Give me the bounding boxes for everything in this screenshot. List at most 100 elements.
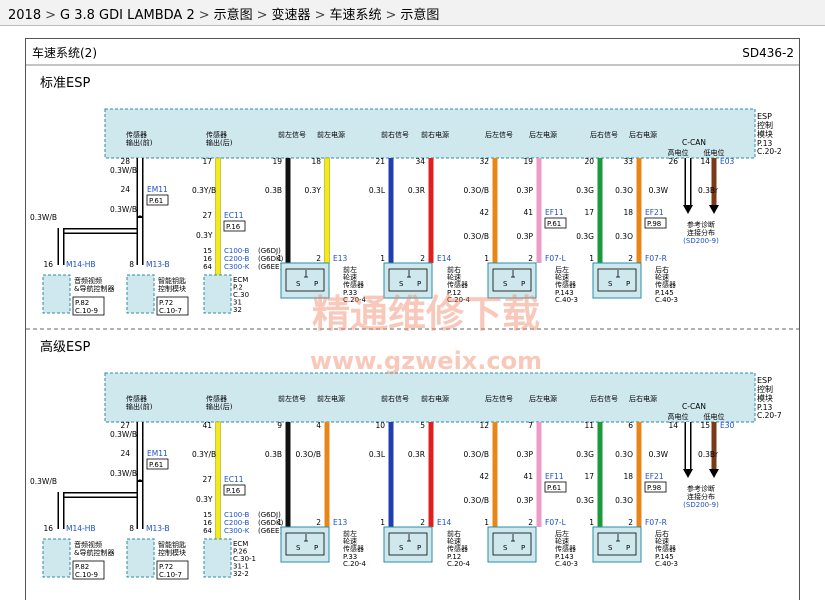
connector-label: F07-R	[645, 254, 667, 263]
esp-module-ref: C.20-2	[757, 147, 782, 156]
wire-color-code: 0.3P	[517, 450, 534, 459]
wire-color-code: 0.3R	[408, 450, 425, 459]
connector-label: M13-B	[146, 524, 170, 533]
breadcrumb-item[interactable]: 车速系统	[329, 8, 382, 23]
ecm-label: 32	[233, 306, 242, 314]
pin-number: 2	[420, 518, 425, 527]
pin-number: 20	[584, 157, 594, 166]
module-label: 控制模块	[158, 284, 186, 293]
breadcrumb-item[interactable]: 2018	[8, 8, 42, 23]
wire-color-code: 0.3B	[265, 186, 282, 195]
esp-module-label: 控制	[757, 384, 773, 394]
module-page: P.82	[75, 299, 89, 307]
sensor-label: 传感器	[655, 544, 676, 553]
connector-label: E13	[333, 518, 348, 527]
wheel-signal-wire	[388, 158, 394, 263]
connector-page-box	[544, 481, 567, 493]
wire-color-code: 0.3G	[576, 232, 594, 241]
pin-number: 12	[479, 421, 489, 430]
sensor-element	[492, 532, 532, 556]
sensor-label: 后右	[655, 529, 669, 538]
breadcrumb-separator: >	[45, 8, 56, 23]
pin-number: 2	[316, 518, 321, 527]
wheel-power-wire	[536, 158, 542, 263]
wire-color-code: 0.3O	[615, 450, 633, 459]
wheel-power-wire	[636, 158, 642, 263]
signal-label: 前左电源	[317, 130, 345, 139]
pin-number: 16	[43, 524, 53, 533]
wire-front-output-core	[138, 158, 142, 218]
breadcrumb-item[interactable]: 示意图	[400, 8, 440, 23]
wheel-power-wire	[428, 158, 434, 263]
can-note: 连接分布	[687, 228, 715, 237]
breadcrumb-item[interactable]: 示意图	[213, 8, 253, 23]
sensor-label: 轮速	[655, 273, 669, 282]
connector-variant: (G6DJ)	[258, 511, 281, 519]
connector-page-box	[223, 220, 246, 232]
sensor-ref: C.20-4	[447, 560, 471, 568]
wire-color-code: 0.3O/B	[463, 450, 489, 459]
pin-number: 17	[202, 157, 212, 166]
connector-page: P.61	[149, 197, 163, 205]
pin-number: 2	[420, 254, 425, 263]
signal-label: 后右电源	[629, 394, 657, 403]
signal-label: 前左信号	[278, 394, 306, 403]
pin-number: 17	[584, 472, 594, 481]
signal-label: 后右电源	[629, 130, 657, 139]
module-label: 智能钥匙	[158, 540, 186, 549]
pin-number: 19	[523, 157, 533, 166]
signal-label: 传感器	[126, 394, 147, 403]
esp-module-page: P.13	[757, 403, 773, 412]
wire-rear-output	[215, 421, 221, 550]
wire-color-code: 0.3G	[576, 450, 594, 459]
breadcrumb-item[interactable]: 变速器	[271, 8, 311, 23]
sensor-label: 前左	[343, 265, 357, 274]
pin-number: 21	[375, 157, 385, 166]
ecm-module	[203, 538, 232, 578]
connector-label: EF21	[645, 472, 664, 481]
breadcrumb-item[interactable]: G 3.8 GDI LAMBDA 2	[60, 8, 195, 23]
wire-color-code: 0.3P	[517, 496, 534, 505]
pin-number: 14	[700, 157, 710, 166]
pin-number: 26	[668, 157, 678, 166]
breadcrumb-separator: >	[198, 8, 210, 23]
wire-rear-output	[215, 157, 221, 286]
wheel-signal-wire	[285, 158, 291, 263]
sensor-label: 后右	[655, 265, 669, 274]
wire-branch-core	[58, 229, 143, 233]
wire-color-code: 0.3P	[517, 186, 534, 195]
pin-number: 2	[316, 254, 321, 263]
wheel-signal-wire	[388, 422, 394, 527]
sensor-label: 传感器	[343, 280, 364, 289]
wire-color-code: 0.3O	[615, 496, 633, 505]
section-title: 标准ESP	[40, 76, 90, 91]
wire-color-code: 0.3O/B	[463, 496, 489, 505]
wire-to-smart-key-core	[138, 218, 142, 265]
sensor-pin-s: S	[296, 280, 301, 288]
wire-color-code: 0.3Y/B	[192, 186, 216, 195]
can-high-arrow	[683, 205, 693, 214]
sensor-pin-p: P	[626, 280, 630, 288]
sensor-pin-p: P	[626, 544, 630, 552]
esp-module-label: ESP	[757, 376, 772, 385]
sensor-element	[285, 532, 325, 556]
signal-label: 传感器	[206, 130, 227, 139]
breadcrumb-separator: >	[385, 8, 397, 23]
wire-color-code: 0.3L	[369, 450, 386, 459]
pin-number: 32	[479, 157, 489, 166]
can-high-arrow	[683, 469, 693, 478]
sensor-label: 传感器	[555, 280, 576, 289]
connector-label: EC11	[224, 211, 244, 220]
wheel-power-wire	[428, 422, 434, 527]
connector-page-box	[644, 481, 667, 493]
pin-number: 19	[272, 157, 282, 166]
module-page-box	[72, 296, 105, 316]
sensor-ref: C.40-3	[555, 296, 578, 304]
ecm-label: C.30-1	[233, 555, 256, 563]
smart-key-module	[126, 538, 155, 578]
sensor-label: 轮速	[555, 273, 569, 282]
smart-key-module	[126, 274, 155, 314]
wire-color-code: 0.3Br	[698, 186, 719, 195]
pin-number: 1	[380, 254, 385, 263]
breadcrumb-separator: >	[256, 8, 268, 23]
